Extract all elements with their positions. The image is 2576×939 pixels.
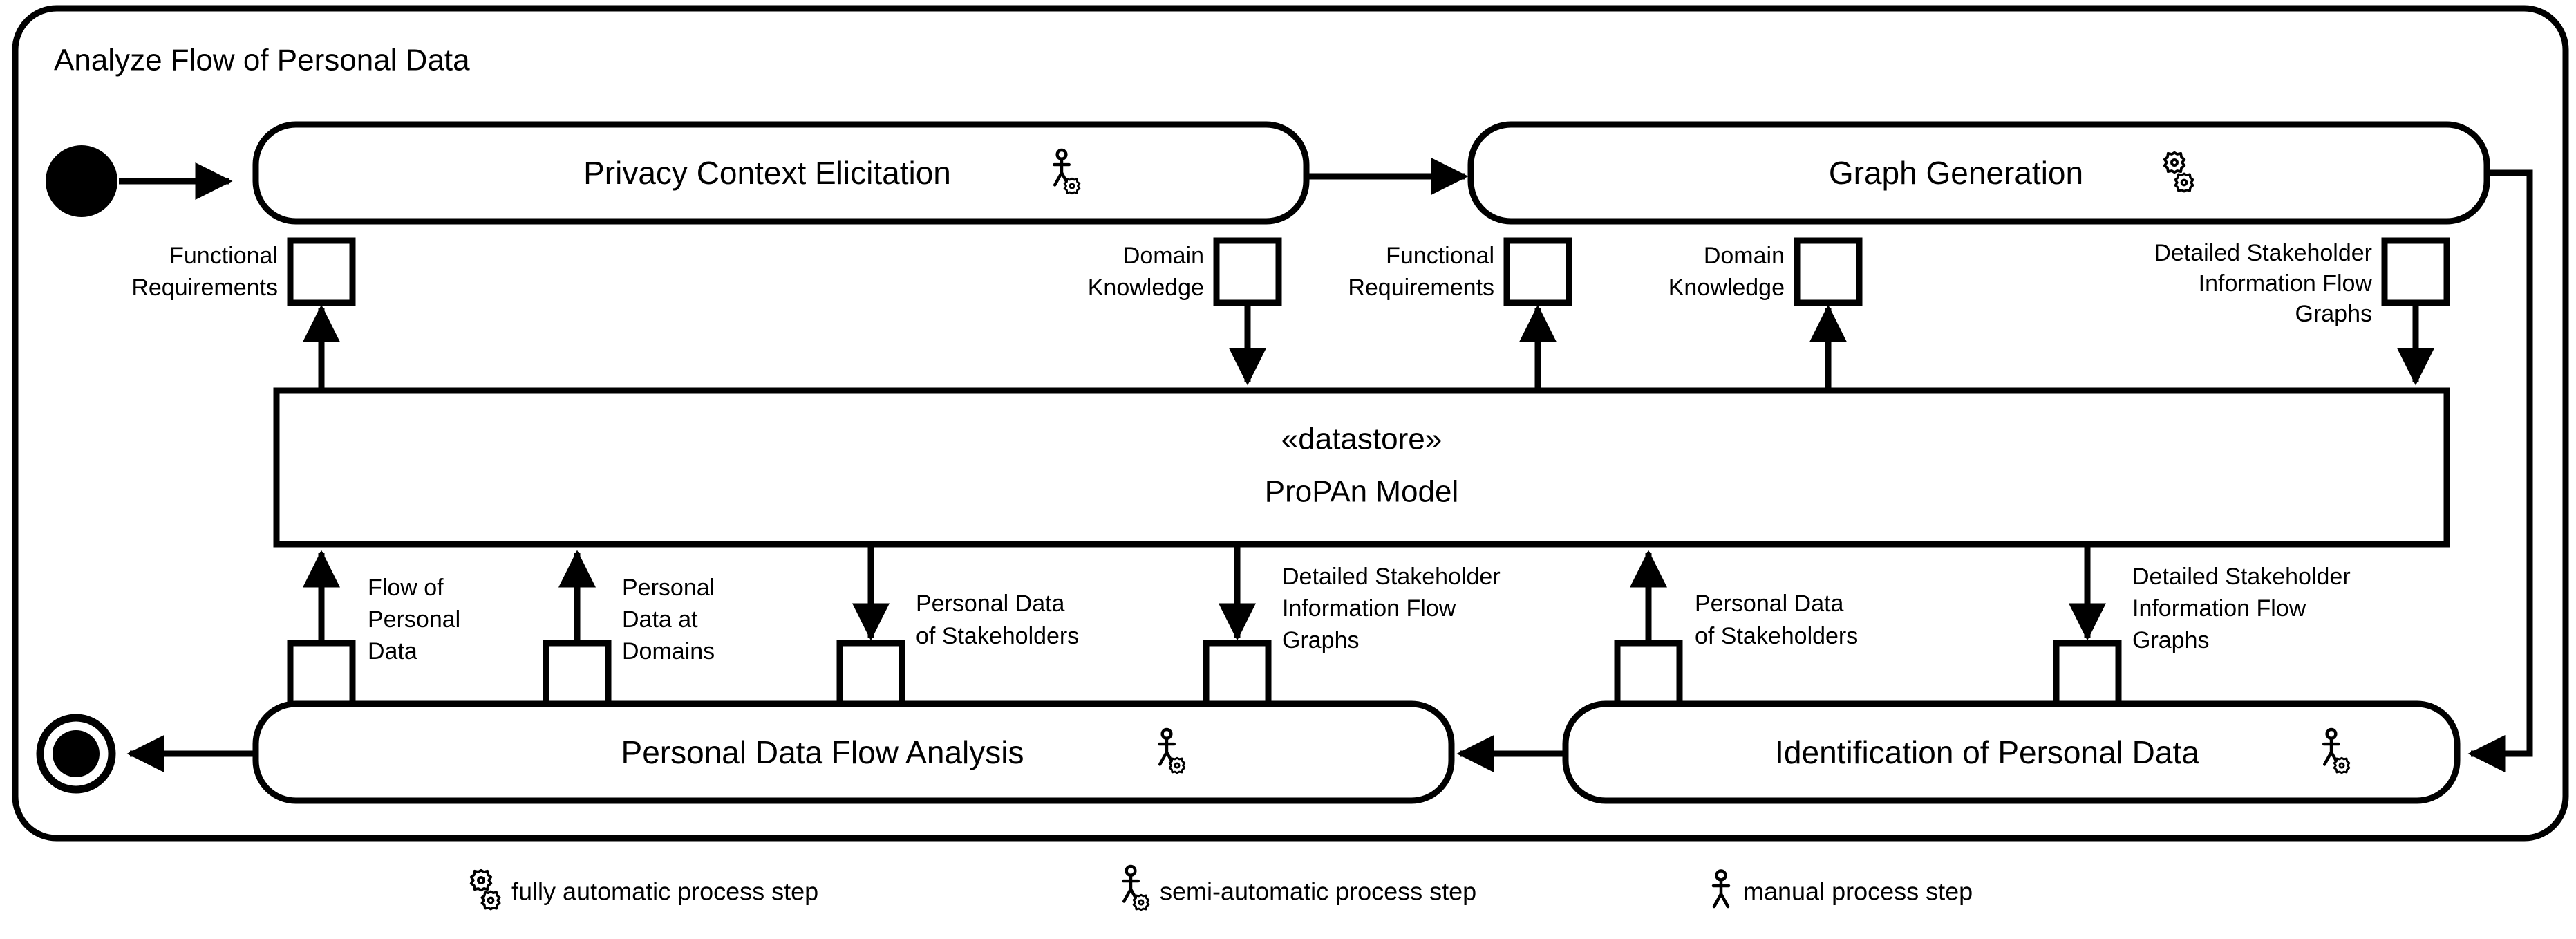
pin-pdfa-detailed-graphs-line1: Detailed Stakeholder — [1282, 564, 1501, 590]
pin-ipd-detailed-graphs-line3: Graphs — [2132, 627, 2210, 653]
pin-pdfa-detailed-graphs-line3: Graphs — [1282, 627, 1360, 653]
pin-pdfa-detailed-graphs[interactable] — [1203, 640, 1272, 709]
pin-pdfa-personal-data-at-domains-line2: Data at — [622, 606, 698, 633]
pin-pdfa-detailed-graphs-line2: Information Flow — [1282, 595, 1456, 622]
activity-frame-title: Analyze Flow of Personal Data — [54, 44, 470, 77]
pin-ipd-detailed-graphs[interactable] — [2053, 640, 2122, 709]
datastore-propan-model[interactable] — [273, 387, 2450, 548]
activity-final-node-core — [53, 730, 100, 777]
legend-item-manual-label: manual process step — [1743, 877, 1973, 906]
activity-final-node-ring — [36, 714, 116, 794]
node-privacy-context-elicitation[interactable] — [252, 121, 1310, 225]
legend: fully automatic process step semi-automa… — [471, 866, 1973, 910]
pin-pdfa-flow-of-personal-data[interactable] — [287, 640, 356, 709]
node-graph-generation-label: Graph Generation — [1829, 155, 2083, 191]
legend-item-manual: manual process step — [1713, 871, 1973, 907]
initial-node — [46, 145, 117, 217]
manual-icon — [1713, 871, 1729, 907]
activity-frame — [12, 5, 2569, 842]
semi-automatic-icon — [1123, 866, 1149, 910]
pin-ipd-personal-data-of-stakeholders-line2: of Stakeholders — [1695, 623, 1858, 649]
pin-pdfa-personal-data-of-stakeholders-line2: of Stakeholders — [916, 623, 1079, 649]
pin-pdfa-personal-data-at-domains[interactable] — [543, 640, 612, 709]
pin-gg-detailed-graphs-line3: Graphs — [2295, 301, 2373, 327]
pin-gg-detailed-graphs[interactable] — [2381, 237, 2450, 306]
pin-gg-detailed-graphs-line1: Detailed Stakeholder — [2154, 240, 2372, 266]
pin-gg-functional-requirements[interactable] — [1503, 237, 1572, 306]
pin-pdfa-flow-of-personal-data-line2: Personal — [368, 606, 460, 633]
legend-item-semi-automatic: semi-automatic process step — [1123, 866, 1476, 910]
pin-pdfa-personal-data-at-domains-line3: Domains — [622, 638, 715, 664]
edge-gg-to-ipd — [2467, 169, 2533, 772]
datastore-name: ProPAn Model — [1265, 475, 1458, 509]
pin-pce-domain-knowledge-line1: Domain — [1123, 243, 1204, 269]
pin-pdfa-flow-of-personal-data-line1: Flow of — [368, 575, 444, 601]
legend-item-fully-automatic-label: fully automatic process step — [511, 877, 818, 906]
pin-ipd-detailed-graphs-line2: Information Flow — [2132, 595, 2306, 622]
pin-ipd-personal-data-of-stakeholders-line1: Personal Data — [1695, 591, 1844, 617]
pin-pdfa-personal-data-of-stakeholders-line1: Personal Data — [916, 591, 1065, 617]
pin-gg-functional-requirements-line1: Functional — [1386, 243, 1494, 269]
pin-pdfa-flow-of-personal-data-line3: Data — [368, 638, 417, 664]
node-identification-of-personal-data-label: Identification of Personal Data — [1775, 734, 2199, 770]
node-privacy-context-elicitation-label: Privacy Context Elicitation — [583, 155, 951, 191]
pin-pce-domain-knowledge[interactable] — [1213, 237, 1282, 306]
pin-pce-functional-requirements[interactable] — [287, 237, 356, 306]
node-personal-data-flow-analysis-label: Personal Data Flow Analysis — [621, 734, 1024, 770]
legend-item-fully-automatic: fully automatic process step — [471, 871, 818, 909]
pin-pce-functional-requirements-line2: Requirements — [131, 275, 278, 301]
pin-gg-domain-knowledge-line2: Knowledge — [1668, 275, 1785, 301]
pin-gg-detailed-graphs-line2: Information Flow — [2199, 270, 2373, 297]
pin-pdfa-personal-data-of-stakeholders[interactable] — [836, 640, 905, 709]
pin-gg-functional-requirements-line2: Requirements — [1348, 275, 1494, 301]
pin-gg-domain-knowledge[interactable] — [1794, 237, 1863, 306]
pin-pce-domain-knowledge-line2: Knowledge — [1088, 275, 1204, 301]
pin-pdfa-personal-data-at-domains-line1: Personal — [622, 575, 715, 601]
pin-ipd-detailed-graphs-line1: Detailed Stakeholder — [2132, 564, 2351, 590]
pin-gg-domain-knowledge-line1: Domain — [1704, 243, 1785, 269]
pin-pce-functional-requirements-line1: Functional — [169, 243, 278, 269]
pin-ipd-personal-data-of-stakeholders[interactable] — [1614, 640, 1683, 709]
datastore-stereotype: «datastore» — [1281, 422, 1442, 456]
legend-item-semi-automatic-label: semi-automatic process step — [1160, 877, 1476, 906]
fully-automatic-icon — [471, 871, 500, 909]
